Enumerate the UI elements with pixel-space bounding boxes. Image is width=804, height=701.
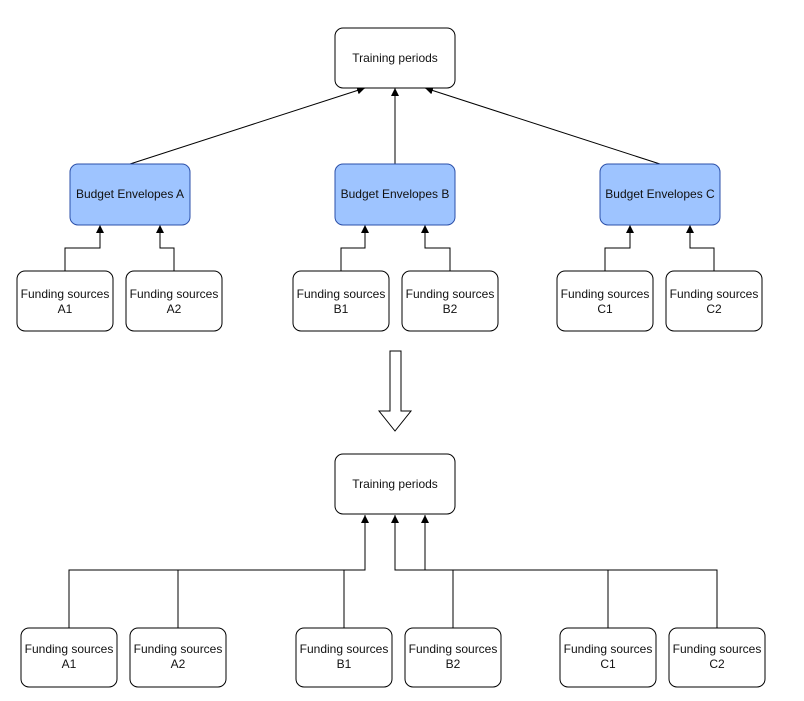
top-source-b2-label: Funding sources: [406, 287, 495, 301]
bottom-source-c1-node[interactable]: Funding sources C1: [559, 627, 657, 688]
bottom-source-a1-code: A1: [62, 657, 77, 671]
bottom-source-c2-label: Funding sources: [673, 642, 762, 656]
connector-envelope-c-to-root: [424, 86, 661, 165]
bottom-source-b2-code: B2: [446, 657, 461, 671]
top-root-label: Training periods: [352, 51, 438, 65]
top-source-a1-code: A1: [58, 302, 73, 316]
transform-down-arrow-icon: [377, 350, 413, 432]
envelope-a-node[interactable]: Budget Envelopes A: [69, 163, 191, 226]
top-source-a1-node[interactable]: Funding sources A1: [16, 270, 114, 332]
top-source-c2-node[interactable]: Funding sources C2: [665, 270, 763, 332]
top-source-c1-code: C1: [597, 302, 613, 316]
bottom-source-a1-label: Funding sources: [25, 642, 114, 656]
envelope-c-node[interactable]: Budget Envelopes C: [599, 163, 721, 226]
connector-source-a1-to-envelope-a: [64, 225, 104, 271]
bottom-root-node[interactable]: Training periods: [334, 453, 456, 515]
top-source-b2-node[interactable]: Funding sources B2: [401, 270, 499, 332]
top-source-a1-label: Funding sources: [21, 287, 110, 301]
bottom-source-c2-code: C2: [709, 657, 725, 671]
top-source-b1-code: B1: [334, 302, 349, 316]
envelope-b-label: Budget Envelopes B: [341, 187, 450, 201]
bottom-root-label: Training periods: [352, 477, 438, 491]
bottom-source-b1-node[interactable]: Funding sources B1: [295, 627, 393, 688]
connector-source-b2-to-envelope-b: [421, 225, 451, 271]
bottom-source-c2-node[interactable]: Funding sources C2: [668, 627, 766, 688]
connector-source-c1-to-envelope-c: [604, 225, 634, 271]
envelope-a-label: Budget Envelopes A: [76, 187, 184, 201]
bottom-source-b2-label: Funding sources: [409, 642, 498, 656]
top-root-node[interactable]: Training periods: [334, 27, 456, 89]
connector-envelope-a-to-root: [129, 86, 366, 165]
top-source-b1-label: Funding sources: [297, 287, 386, 301]
bottom-source-b1-code: B1: [337, 657, 352, 671]
envelope-b-node[interactable]: Budget Envelopes B: [334, 163, 456, 226]
connector-source-a2-to-envelope-a: [156, 225, 175, 271]
bottom-source-a2-label: Funding sources: [134, 642, 223, 656]
bottom-source-a2-node[interactable]: Funding sources A2: [129, 627, 227, 688]
top-source-a2-node[interactable]: Funding sources A2: [125, 270, 223, 332]
top-source-a2-label: Funding sources: [130, 287, 219, 301]
top-source-a2-code: A2: [167, 302, 182, 316]
top-source-c1-node[interactable]: Funding sources C1: [556, 270, 654, 332]
bottom-source-b2-node[interactable]: Funding sources B2: [404, 627, 502, 688]
connector-bottom-b2-to-root: [391, 515, 454, 628]
bottom-source-c1-code: C1: [600, 657, 616, 671]
top-source-b2-code: B2: [443, 302, 458, 316]
bottom-source-a1-node[interactable]: Funding sources A1: [20, 627, 118, 688]
connector-bottom-left-group: [68, 515, 369, 628]
connector-source-c2-to-envelope-c: [686, 225, 715, 271]
connector-source-b1-to-envelope-b: [340, 225, 369, 271]
top-source-c2-label: Funding sources: [670, 287, 759, 301]
top-source-b1-node[interactable]: Funding sources B1: [292, 270, 390, 332]
envelope-c-label: Budget Envelopes C: [605, 187, 715, 201]
bottom-source-b1-label: Funding sources: [300, 642, 389, 656]
connector-bottom-right-group: [421, 515, 718, 628]
top-source-c2-code: C2: [706, 302, 722, 316]
top-source-c1-label: Funding sources: [561, 287, 650, 301]
bottom-connectors: [68, 515, 718, 628]
bottom-source-c1-label: Funding sources: [564, 642, 653, 656]
top-connectors: [64, 86, 715, 271]
bottom-source-a2-code: A2: [171, 657, 186, 671]
